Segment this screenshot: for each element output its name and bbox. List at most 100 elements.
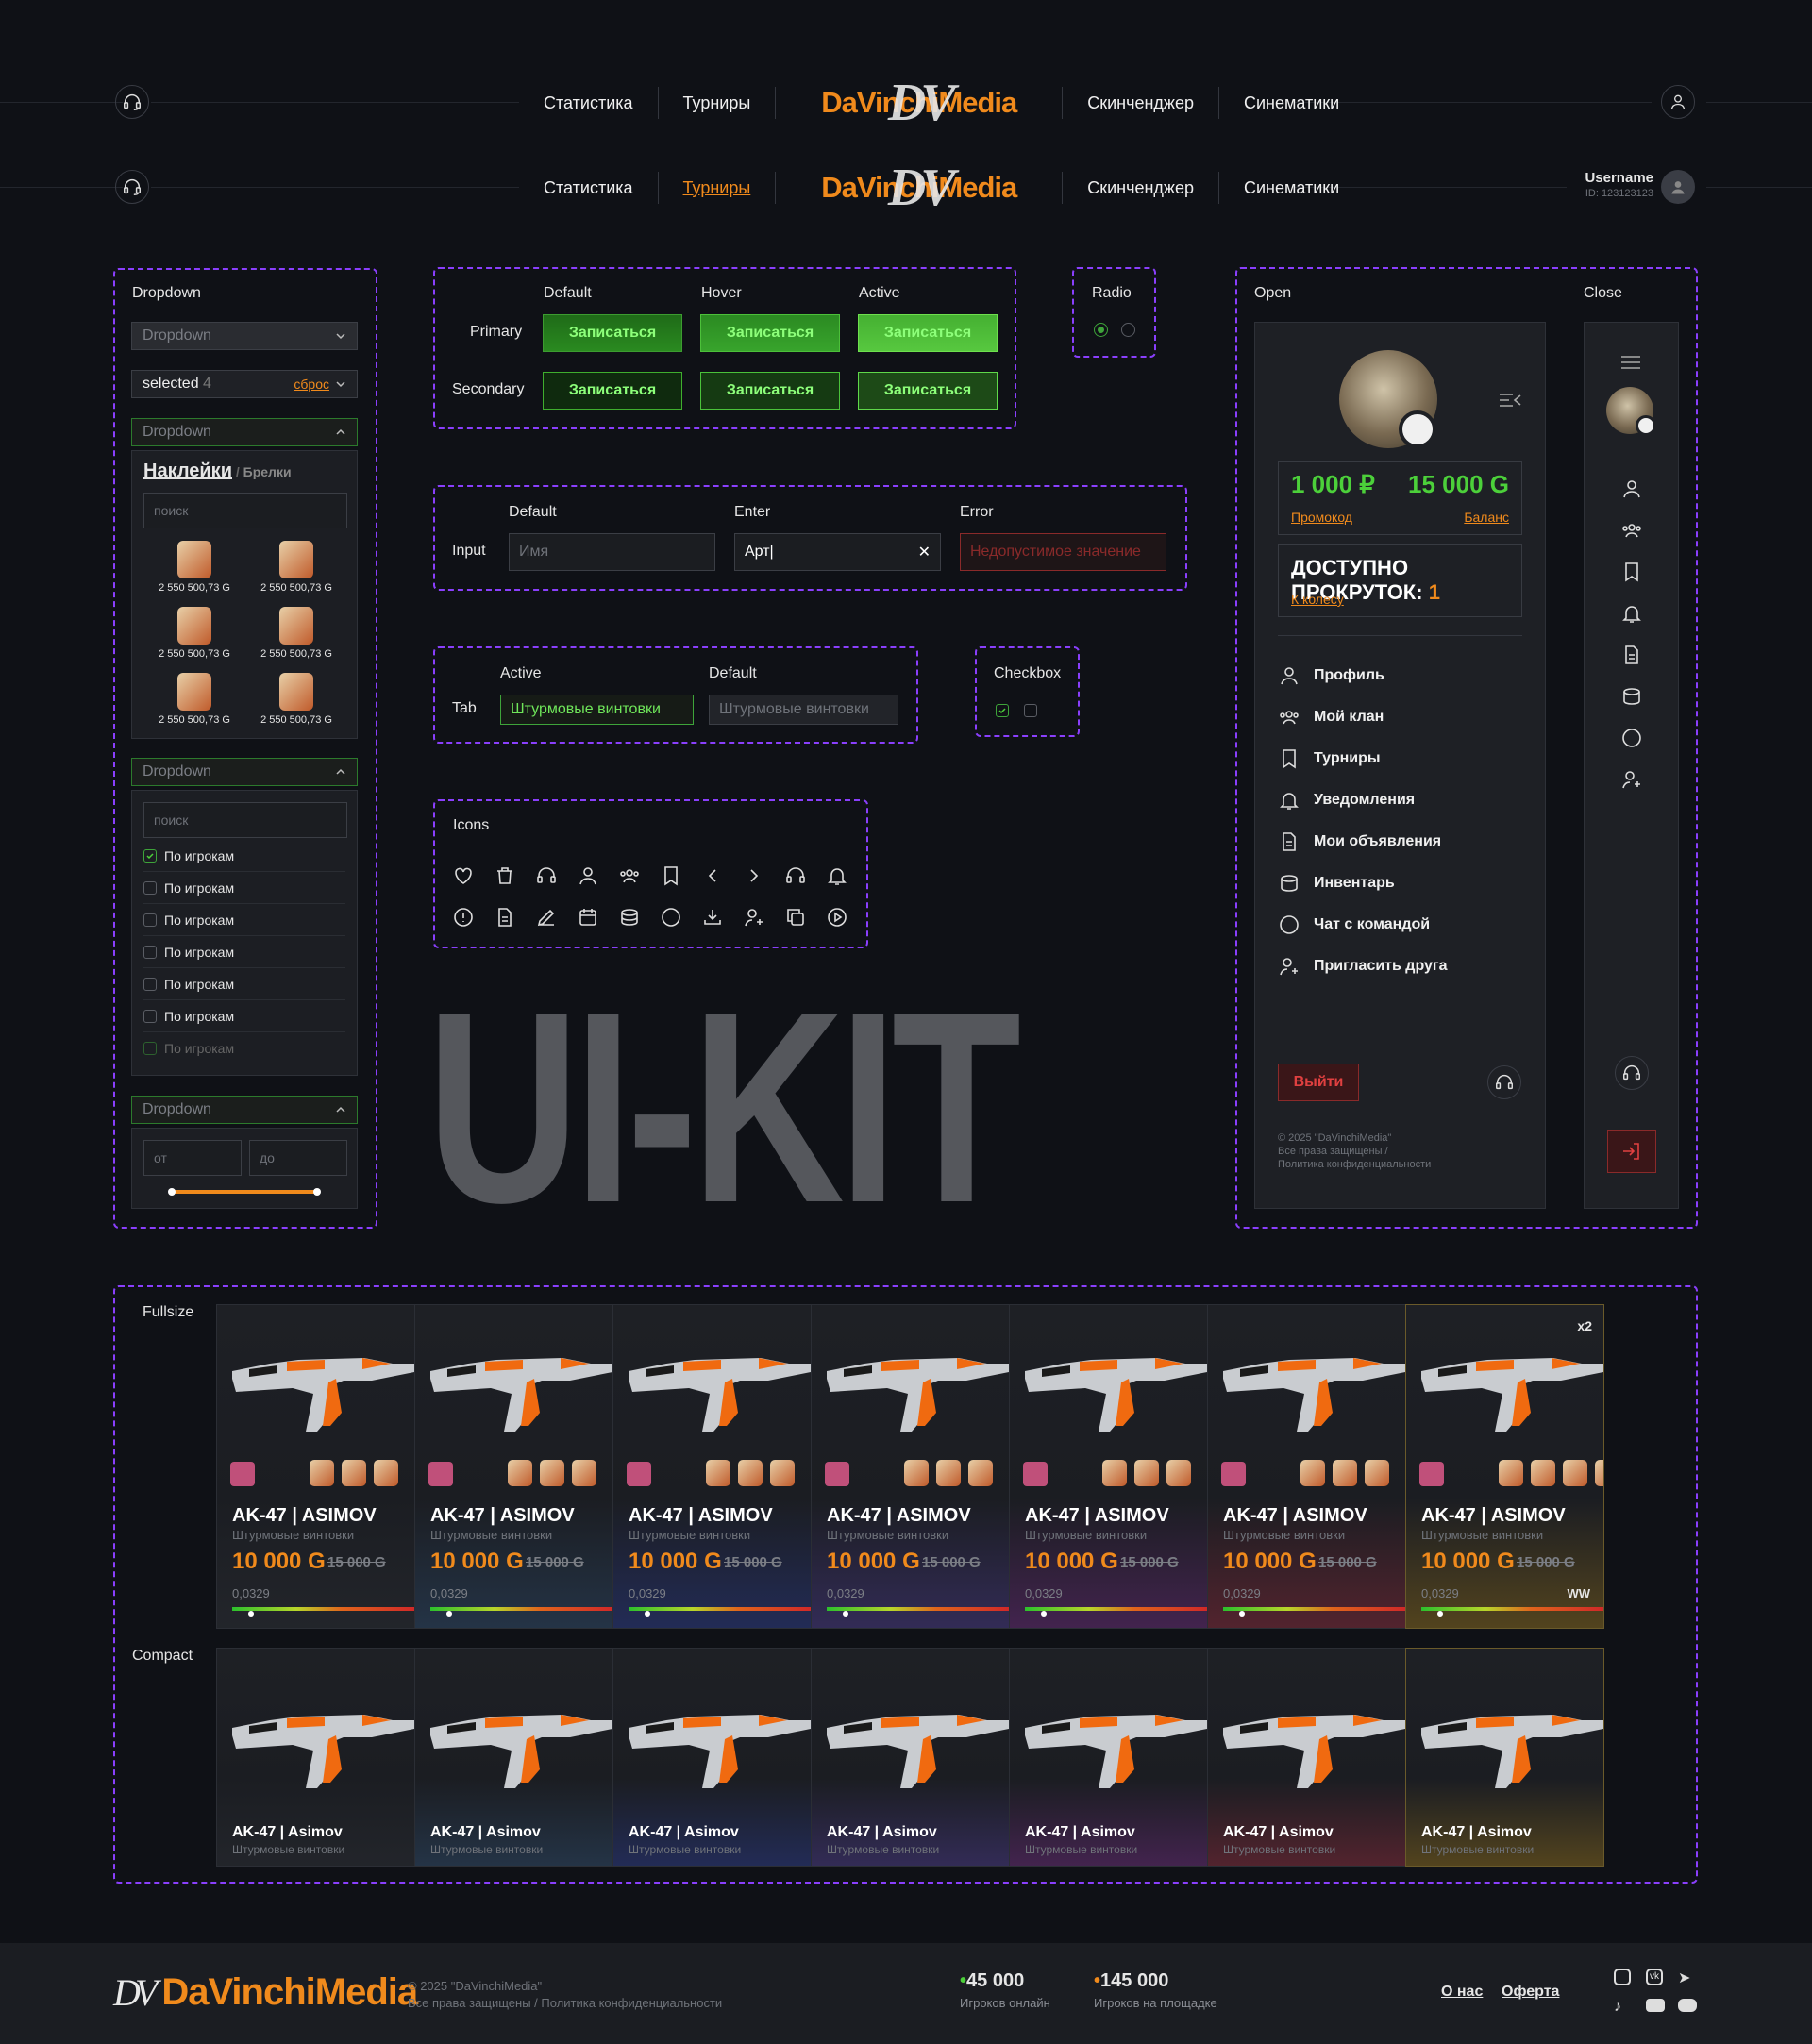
collapse-icon[interactable] [1498, 391, 1522, 410]
nav-cinematics[interactable]: Синематики [1244, 177, 1340, 197]
support-button[interactable] [1487, 1065, 1521, 1099]
nav-skinchanger[interactable]: Скинченджер [1087, 177, 1194, 197]
dropdown-open-filter[interactable]: Dropdown [131, 758, 358, 786]
range-handle-max[interactable] [313, 1188, 321, 1196]
checkbox[interactable] [143, 880, 157, 895]
range-handle-min[interactable] [168, 1188, 176, 1196]
tab-stickers[interactable]: Наклейки [143, 461, 232, 481]
sticker-item[interactable]: 2 550 500,73 G [143, 541, 245, 594]
radio-unchecked[interactable] [1121, 323, 1135, 337]
sticker-item[interactable]: 2 550 500,73 G [245, 673, 347, 726]
secondary-button-hover[interactable]: Записаться [700, 372, 840, 410]
promo-link[interactable]: Промокод [1291, 510, 1352, 525]
dropdown-open-stickers[interactable]: Dropdown [131, 418, 358, 446]
instagram-icon[interactable] [1614, 1969, 1631, 1985]
sticker-item[interactable]: 2 550 500,73 G [245, 541, 347, 594]
filter-item[interactable]: По игрокам [143, 968, 345, 1000]
menu-listings[interactable]: Мои объявления [1278, 830, 1441, 853]
search-input[interactable]: поиск [143, 802, 347, 838]
about-link[interactable]: О нас [1441, 1984, 1484, 2000]
range-slider[interactable] [172, 1190, 317, 1194]
nav-stats[interactable]: Статистика [544, 92, 633, 112]
document-icon[interactable] [1620, 644, 1643, 666]
sticker-item[interactable]: 2 550 500,73 G [143, 673, 245, 726]
nav-cinematics[interactable]: Синематики [1244, 92, 1340, 112]
inventory-icon[interactable] [1620, 685, 1643, 708]
wheel-link[interactable]: К колесу [1291, 592, 1344, 607]
sticker-item[interactable]: 2 550 500,73 G [143, 607, 245, 660]
checkbox[interactable] [143, 977, 157, 991]
support-button[interactable] [115, 85, 149, 119]
filter-item[interactable]: По игрокам [143, 1000, 345, 1032]
reset-link[interactable]: сброс [294, 377, 329, 392]
nav-stats[interactable]: Статистика [544, 177, 633, 197]
clear-icon[interactable]: ✕ [917, 545, 931, 561]
tab-default[interactable]: Штурмовые винтовки [709, 695, 898, 725]
menu-invite[interactable]: Пригласить друга [1278, 955, 1447, 978]
menu-team-chat[interactable]: Чат с командой [1278, 913, 1430, 936]
menu-notifications[interactable]: Уведомления [1278, 789, 1415, 812]
logout-icon-button[interactable] [1607, 1130, 1656, 1173]
tab-active[interactable]: Штурмовые винтовки [500, 695, 694, 725]
chat-icon[interactable] [1620, 727, 1643, 749]
checkbox-checked[interactable] [143, 848, 157, 863]
filter-item-disabled[interactable]: По игрокам [143, 1032, 345, 1064]
menu-icon[interactable] [1619, 353, 1642, 372]
users-icon[interactable] [1620, 519, 1643, 542]
tab-charms[interactable]: Брелки [243, 464, 292, 479]
support-button-2[interactable] [115, 170, 149, 204]
secondary-button-active[interactable]: Записаться [858, 372, 998, 410]
checkbox[interactable] [143, 945, 157, 959]
filter-item[interactable]: По игрокам [143, 904, 345, 936]
telegram-icon[interactable]: ➤ [1678, 1970, 1691, 1986]
add-user-icon[interactable] [1620, 768, 1643, 791]
profile-button[interactable] [1661, 85, 1695, 119]
range-from-input[interactable]: от [143, 1140, 242, 1176]
sticker-item[interactable]: 2 550 500,73 G [245, 607, 347, 660]
support-button[interactable] [1615, 1056, 1649, 1090]
balance-link[interactable]: Баланс [1464, 510, 1509, 525]
youtube-icon[interactable] [1646, 1999, 1665, 2012]
range-to-input[interactable]: до [249, 1140, 347, 1176]
nav-tournaments-active[interactable]: Турниры [682, 177, 751, 197]
primary-button-active[interactable]: Записаться [858, 314, 998, 352]
user-icon[interactable] [1620, 477, 1643, 500]
checkbox[interactable] [143, 913, 157, 927]
tiktok-icon[interactable]: ♪ [1614, 1999, 1621, 2015]
radio-checked[interactable] [1094, 323, 1108, 337]
offer-link[interactable]: Оферта [1502, 1984, 1560, 2000]
menu-clan[interactable]: Мой клан [1278, 706, 1384, 729]
menu-inventory[interactable]: Инвентарь [1278, 872, 1395, 895]
search-input[interactable]: поиск [143, 493, 347, 528]
name-input-error[interactable]: Недопустимое значение [960, 533, 1166, 571]
checkbox[interactable] [143, 1009, 157, 1023]
dropdown-open-range[interactable]: Dropdown [131, 1096, 358, 1124]
menu-profile[interactable]: Профиль [1278, 664, 1384, 687]
vk-icon[interactable]: vk [1646, 1969, 1663, 1985]
secondary-button-default[interactable]: Записаться [543, 372, 682, 410]
logout-button[interactable]: Выйти [1278, 1064, 1359, 1101]
avatar[interactable] [1661, 170, 1695, 204]
discord-icon[interactable] [1678, 1999, 1697, 2012]
checkbox-checked[interactable] [996, 704, 1009, 717]
dropdown-selected[interactable]: selected 4 сброс [131, 370, 358, 398]
primary-button-default[interactable]: Записаться [543, 314, 682, 352]
menu-tournaments[interactable]: Турниры [1278, 747, 1381, 770]
